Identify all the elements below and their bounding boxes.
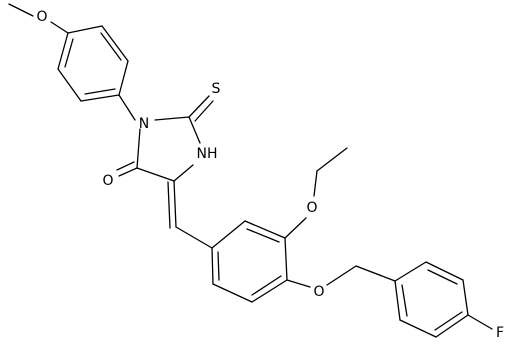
bond <box>284 237 288 281</box>
bond <box>316 147 348 172</box>
bond <box>401 284 408 317</box>
bond <box>175 226 213 249</box>
bonds <box>8 3 493 338</box>
bond <box>100 32 122 61</box>
bond <box>67 25 103 34</box>
bond <box>212 283 253 303</box>
bond <box>211 247 214 285</box>
bond <box>101 25 129 62</box>
atom-labels: O N S NH O O O F <box>36 9 504 341</box>
bond <box>118 167 138 177</box>
bond <box>435 314 469 338</box>
bond <box>188 95 210 118</box>
bond <box>64 38 74 68</box>
bond <box>50 21 69 34</box>
bond <box>84 88 116 95</box>
bond <box>188 116 201 144</box>
bond <box>313 170 318 197</box>
bond <box>462 279 469 316</box>
bond <box>136 128 141 169</box>
atom-label-o-methoxy: O <box>36 9 47 25</box>
atom-label-nh-ring: NH <box>197 146 218 162</box>
bond <box>211 220 246 249</box>
bond <box>173 180 177 228</box>
bond <box>467 314 493 330</box>
atom-label-s-thione: S <box>212 81 221 97</box>
bond <box>434 311 463 331</box>
bond <box>246 228 280 243</box>
bond <box>194 100 214 122</box>
bond <box>80 94 120 102</box>
bond <box>217 251 220 281</box>
bond <box>173 164 194 182</box>
atom-label-f-fluoro: F <box>496 325 504 341</box>
atom-label-o-benzyloxy: O <box>313 284 324 300</box>
bond <box>394 261 427 282</box>
bond <box>427 269 458 285</box>
bond <box>286 279 311 288</box>
bond <box>425 261 464 281</box>
bond <box>399 319 437 338</box>
bond <box>251 279 288 303</box>
bond <box>167 181 171 229</box>
bond <box>244 220 286 239</box>
bond <box>355 265 396 282</box>
atom-label-o-ethoxy: O <box>306 200 317 216</box>
bond <box>118 94 136 121</box>
bond <box>118 60 129 96</box>
bond <box>8 3 34 17</box>
bond <box>136 167 175 182</box>
bond <box>154 116 190 121</box>
atom-label-o-carbonyl: O <box>102 173 113 189</box>
bond <box>394 280 401 321</box>
bond <box>116 161 135 171</box>
bond <box>326 265 357 286</box>
bond <box>284 217 307 239</box>
bond <box>57 68 82 102</box>
bond <box>57 32 69 70</box>
bond <box>251 275 282 296</box>
atom-label-n-ring: N <box>139 116 149 132</box>
